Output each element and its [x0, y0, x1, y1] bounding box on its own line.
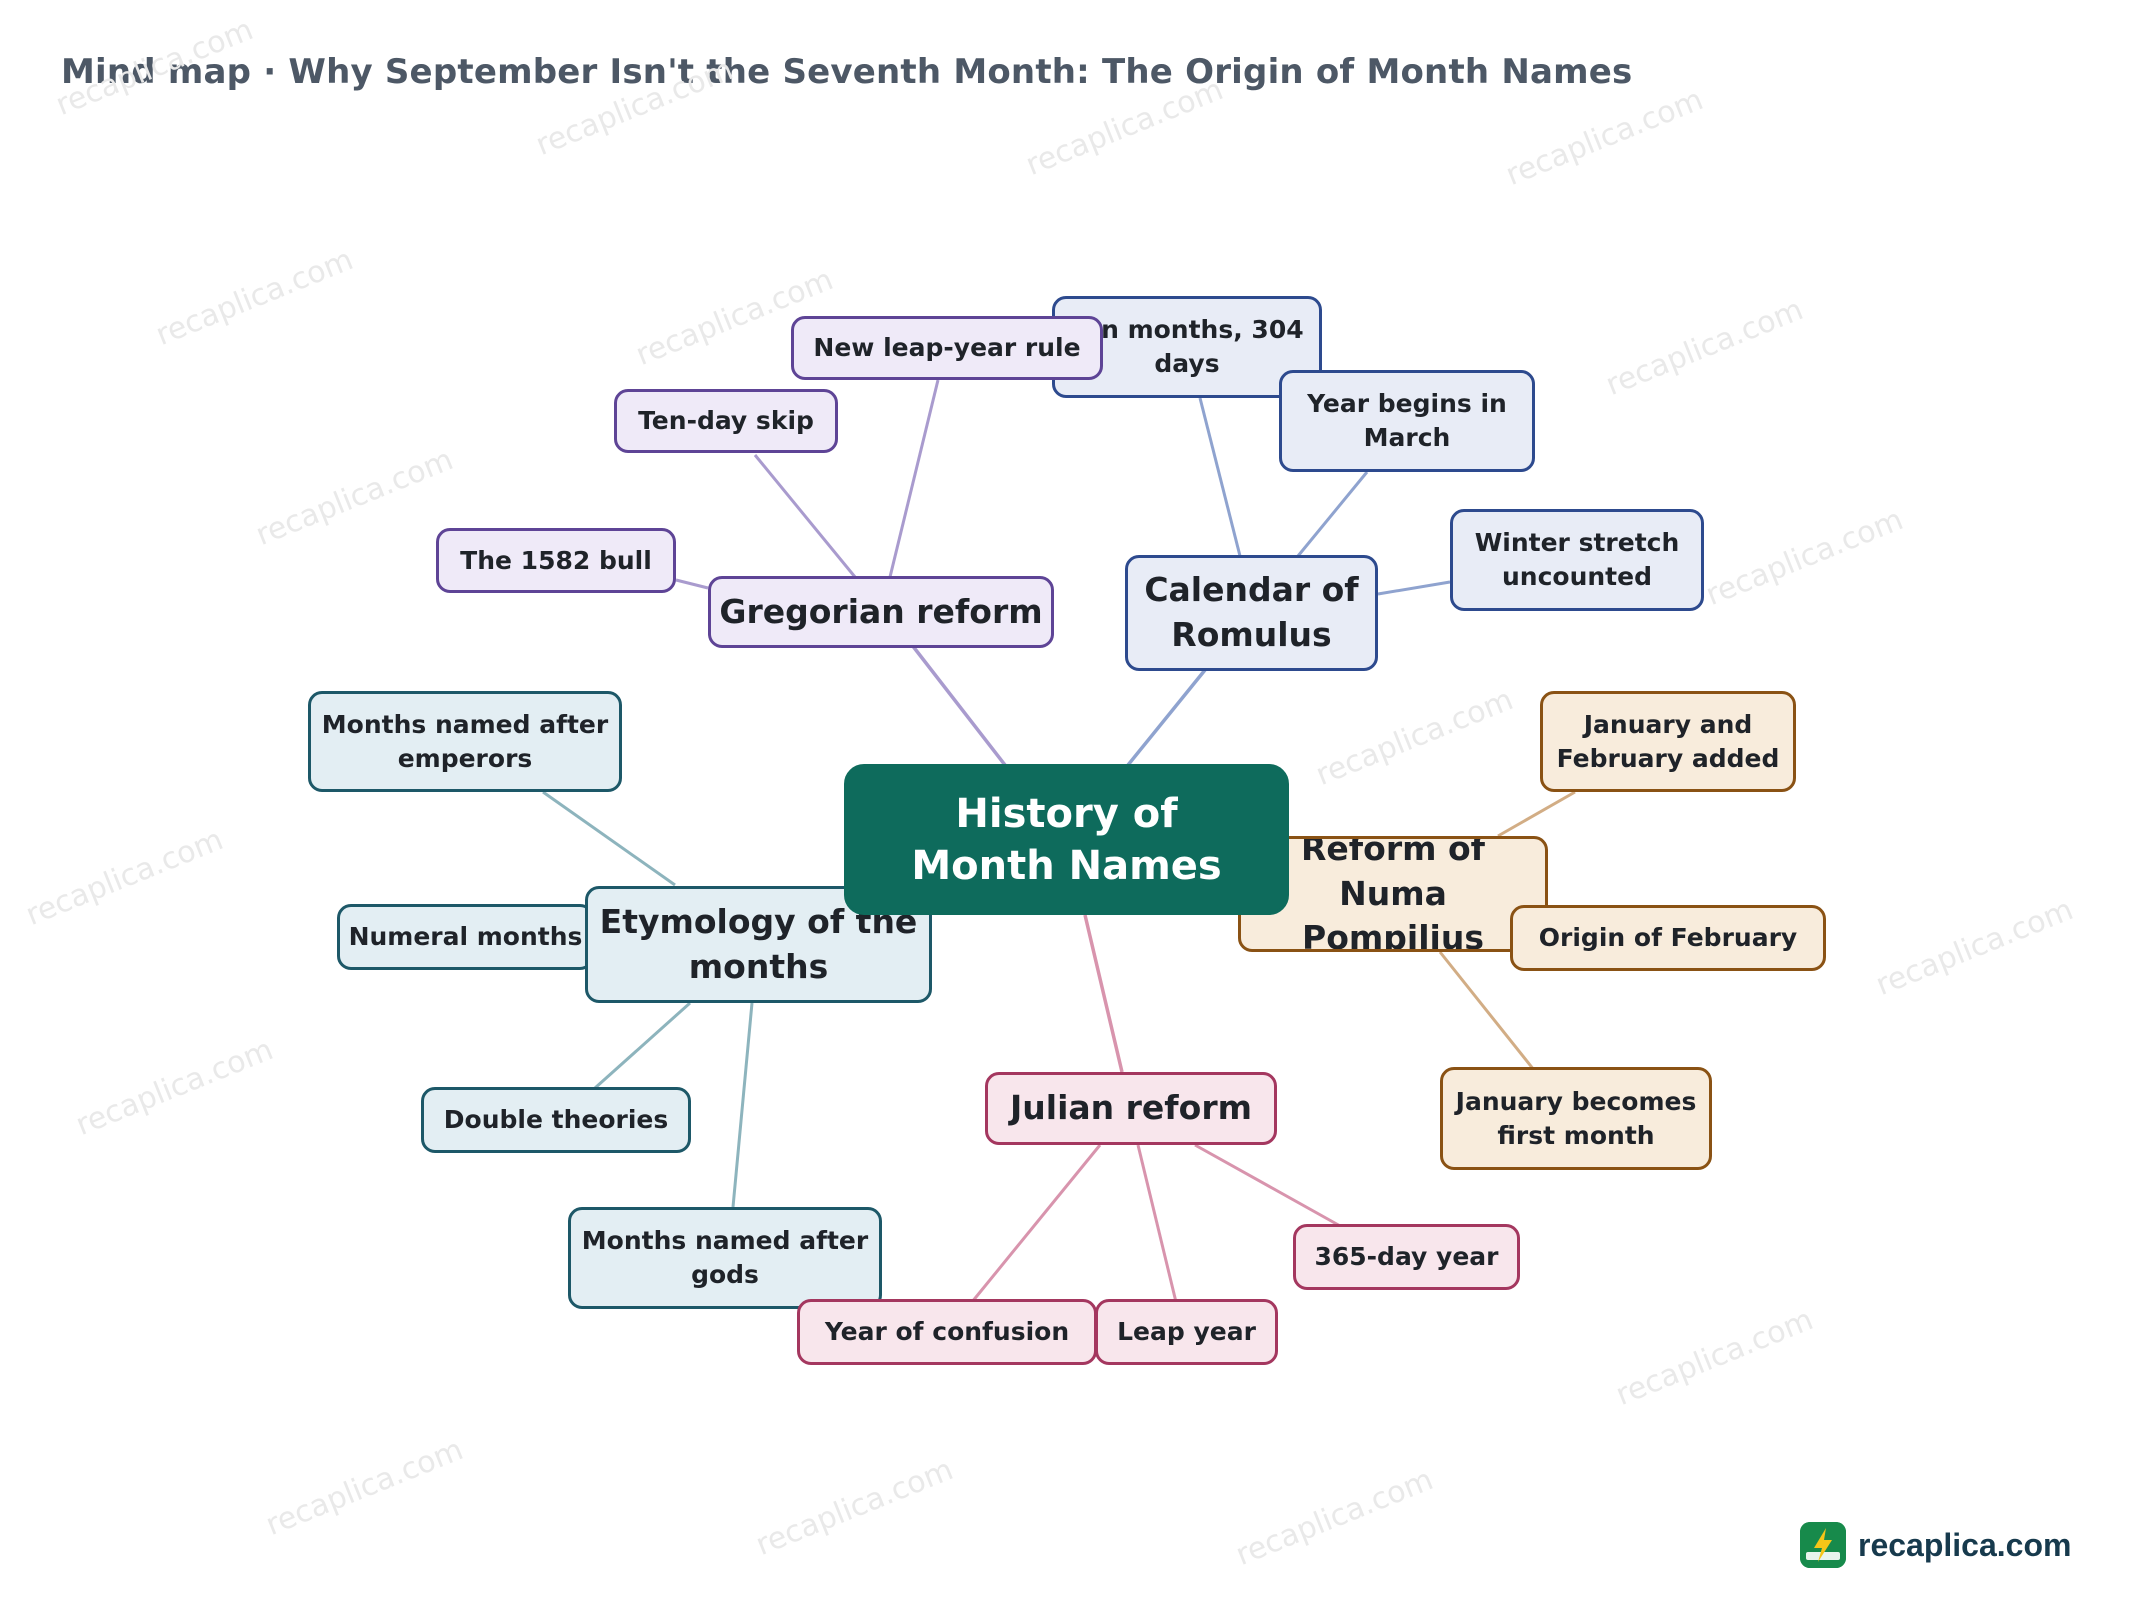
node-new-leap-year-rule[interactable]: New leap-year rule [791, 316, 1103, 380]
node-january-and-february-added[interactable]: January and February added [1540, 691, 1796, 792]
branch-calendar-of-romulus[interactable]: Calendar of Romulus [1125, 555, 1378, 671]
connector-gregorian-bull [675, 578, 709, 590]
page-title: Mind map · Why September Isn't the Seven… [61, 52, 1633, 92]
connector-julian-confusion [970, 1144, 1102, 1303]
node-year-of-confusion[interactable]: Year of confusion [797, 1299, 1097, 1365]
connector-julian-365 [1194, 1143, 1343, 1229]
brand-logo [1800, 1522, 1846, 1568]
node-double-theories[interactable]: Double theories [421, 1087, 691, 1153]
node-leap-year[interactable]: Leap year [1095, 1299, 1278, 1365]
connector-root-gregorian [910, 643, 1007, 767]
lightning-bolt-icon [1800, 1522, 1846, 1568]
connector-etymology-gods [731, 1002, 754, 1208]
node-365-day-year[interactable]: 365-day year [1293, 1224, 1520, 1290]
node-the-1582-bull[interactable]: The 1582 bull [436, 528, 676, 593]
node-ten-day-skip[interactable]: Ten-day skip [614, 389, 838, 453]
connector-numa-january [1438, 951, 1536, 1071]
branch-julian-reform[interactable]: Julian reform [985, 1072, 1277, 1145]
connector-root-julian [1083, 914, 1124, 1073]
node-numeral-months[interactable]: Numeral months [337, 904, 594, 970]
connector-julian-leap [1136, 1144, 1178, 1303]
connector-romulus-march [1296, 471, 1369, 557]
brand-link[interactable]: recaplica.com [1800, 1522, 2071, 1568]
node-origin-of-february[interactable]: Origin of February [1510, 905, 1826, 971]
connector-root-romulus [1126, 668, 1207, 767]
node-january-becomes-first-month[interactable]: January becomes first month [1440, 1067, 1712, 1170]
brand-name: recaplica.com [1858, 1526, 2072, 1563]
connector-etymology-double [593, 1001, 692, 1090]
connector-numa-janfeb [1497, 790, 1576, 838]
node-year-begins-in-march[interactable]: Year begins in March [1279, 370, 1535, 472]
connector-etymology-emperors [542, 790, 676, 887]
branch-gregorian-reform[interactable]: Gregorian reform [708, 576, 1054, 648]
connector-gregorian-tenday [753, 454, 857, 578]
root-node[interactable]: History of Month Names [844, 764, 1289, 915]
branch-reform-of-numa-pompilius[interactable]: Reform of Numa Pompilius [1238, 836, 1548, 952]
node-winter-stretch-uncounted[interactable]: Winter stretch uncounted [1450, 509, 1704, 611]
node-months-named-after-gods[interactable]: Months named after gods [568, 1207, 882, 1309]
node-months-named-after-emperors[interactable]: Months named after emperors [308, 691, 622, 792]
connector-romulus-winter [1377, 580, 1451, 596]
connector-romulus-tenmonths [1198, 397, 1242, 557]
connector-gregorian-leapyear [888, 379, 940, 578]
